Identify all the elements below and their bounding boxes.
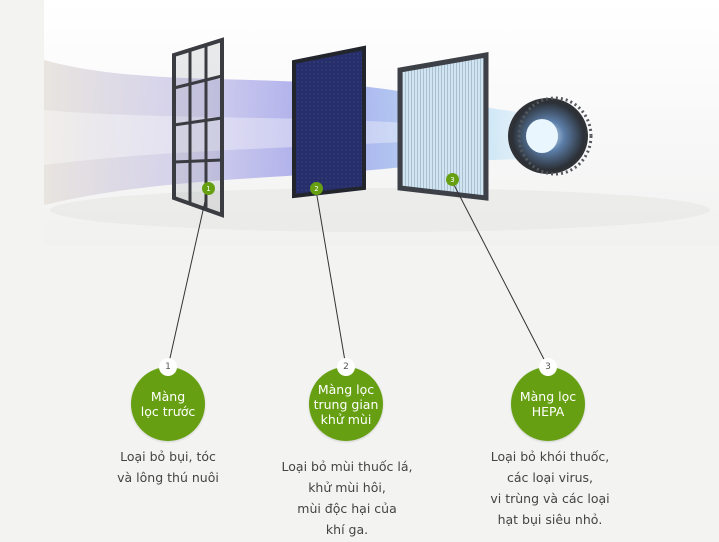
pre-filter-title: Màng lọc trước: [140, 389, 196, 419]
hepa-filter-description: Loại bỏ khói thuốc, các loại virus, vi t…: [490, 449, 610, 527]
connector-lines: [167, 180, 549, 368]
carbon-filter-description: Loại bỏ mùi thuốc lá, khử mùi hôi, mùi đ…: [281, 459, 413, 537]
filter-badge-1: 1: [202, 182, 215, 195]
pre-filter-number: 1: [159, 358, 177, 376]
hepa-filter-bubble: Màng lọc HEPA: [511, 367, 585, 441]
carbon-filter-title: Màng lọc trung gian khử mùi: [313, 381, 379, 427]
hepa-filter-number: 3: [539, 358, 557, 376]
pre-filter-description: Loại bỏ bụi, tóc và lông thú nuôi: [117, 449, 219, 485]
carbon-filter-bubble: Màng lọc trung gian khử mùi: [309, 367, 383, 441]
filter-badge-2: 2: [310, 182, 323, 195]
carbon-filter-number: 2: [337, 358, 355, 376]
filter-badge-3: 3: [446, 173, 459, 186]
hepa-filter: [397, 52, 489, 201]
pre-filter-bubble: Màng lọc trước: [131, 367, 205, 441]
fan-icon: [508, 96, 593, 176]
hepa-filter-title: Màng lọc HEPA: [519, 389, 577, 419]
pre-filter: [172, 37, 224, 218]
carbon-filter: [292, 45, 366, 199]
